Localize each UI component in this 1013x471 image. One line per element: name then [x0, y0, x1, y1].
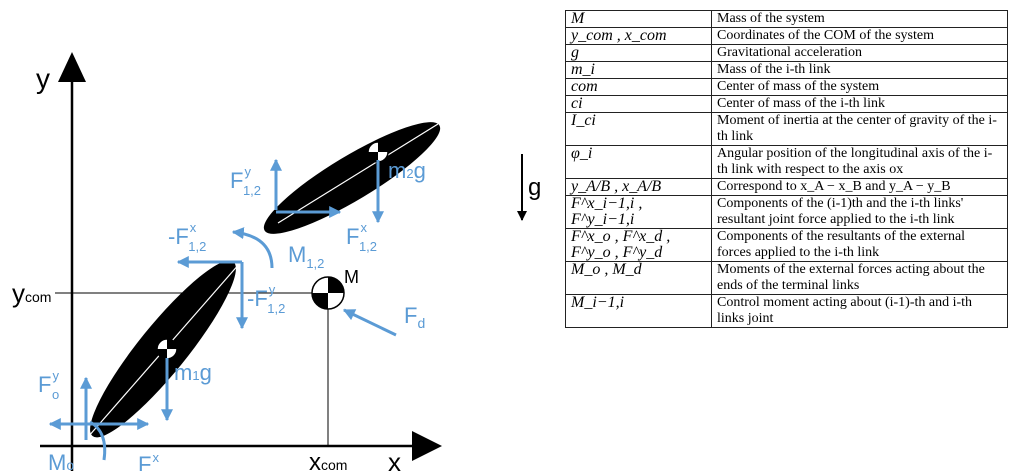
description-cell: Center of mass of the i-th link: [711, 95, 1008, 113]
x-axis-label: x: [388, 447, 401, 471]
Fx-label: Fx: [138, 450, 159, 471]
system-mass-label: M: [344, 267, 359, 287]
m1g-label: m1g: [174, 360, 212, 385]
symbol-cell: M_o , M_d: [565, 261, 712, 295]
symbol-cell: com: [565, 78, 712, 96]
description-cell: Moment of inertia at the center of gravi…: [711, 112, 1008, 146]
M12-label: M1,2: [288, 242, 324, 271]
description-cell: Mass of the system: [711, 10, 1008, 28]
description-cell: Moments of the external forces acting ab…: [711, 261, 1008, 295]
symbol-cell: φ_i: [565, 145, 712, 179]
symbol-cell: M: [565, 10, 712, 28]
y-axis-label: y: [36, 63, 50, 94]
y-axis-arrowhead: [58, 52, 86, 82]
Fd-label: Fd: [404, 303, 425, 331]
description-cell: Angular position of the longitudinal axi…: [711, 145, 1008, 179]
M12-arrow: [231, 227, 274, 269]
symbol-cell: F^x_i−1,i , F^y_i−1,i: [565, 195, 712, 229]
symbol-cell: ci: [565, 95, 712, 113]
description-cell: Coordinates of the COM of the system: [711, 27, 1008, 45]
description-cell: Center of mass of the system: [711, 78, 1008, 96]
description-cell: Gravitational acceleration: [711, 44, 1008, 62]
description-cell: Components of the (i-1)th and the i-th l…: [711, 195, 1008, 229]
Mo-label: Mo: [48, 450, 74, 471]
symbol-cell: M_i−1,i: [565, 294, 712, 328]
Fd-arrow: [342, 308, 397, 337]
m2g-label: m2g: [388, 158, 426, 183]
gravity-label: g: [528, 174, 541, 201]
Mo-arrow: [89, 420, 107, 461]
link-1-com-marker: [156, 338, 178, 360]
symbol-cell: F^x_o , F^x_d , F^y_o , F^y_d: [565, 228, 712, 262]
symbol-cell: g: [565, 44, 712, 62]
symbol-cell: m_i: [565, 61, 712, 79]
symbol-cell: y_com , x_com: [565, 27, 712, 45]
symbol-cell: y_A/B , x_A/B: [565, 178, 712, 196]
description-cell: Correspond to x_A − x_B and y_A − y_B: [711, 178, 1008, 196]
link-2: [263, 122, 441, 234]
description-cell: Components of the resultants of the exte…: [711, 228, 1008, 262]
description-cell: Mass of the i-th link: [711, 61, 1008, 79]
link-2-com-marker: [367, 141, 389, 163]
symbol-cell: I_ci: [565, 112, 712, 146]
y-com-label: ycom: [12, 278, 51, 308]
system-com-marker: [311, 276, 345, 310]
x-axis-arrowhead: [412, 431, 442, 461]
description-cell: Control moment acting about (i-1)-th and…: [711, 294, 1008, 328]
x-com-label: xcom: [309, 449, 347, 471]
